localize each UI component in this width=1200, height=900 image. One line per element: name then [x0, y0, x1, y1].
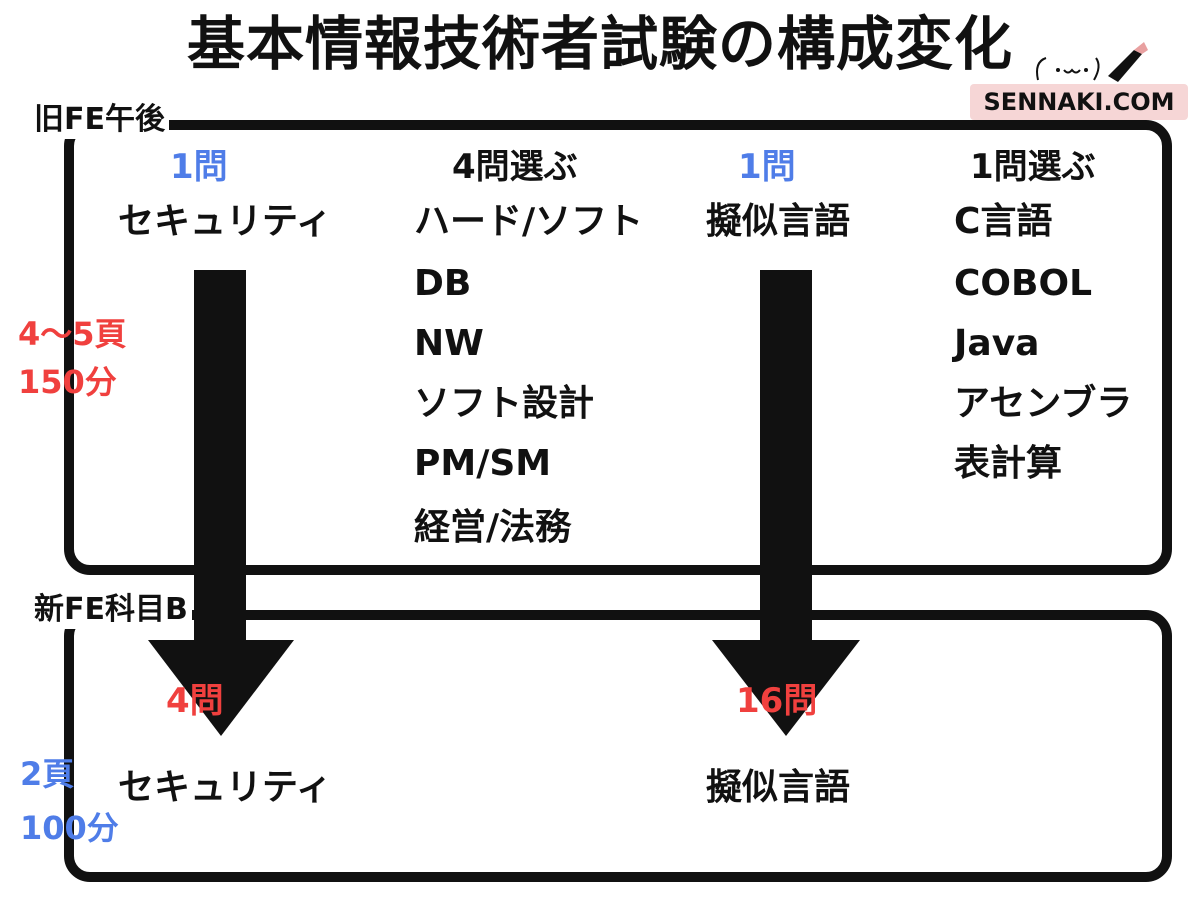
old-choice-item: ソフト設計 [414, 383, 595, 424]
old-pseudocode-item: 擬似言語 [706, 201, 851, 242]
old-choice-item: NW [414, 323, 484, 364]
old-choice-item: ハード/ソフト [414, 201, 644, 242]
old-choice-item: 経営/法務 [414, 507, 572, 548]
old-language-count: 1問選ぶ [970, 147, 1096, 187]
new-exam-label: 新FE科目B [30, 591, 192, 629]
new-security-count: 4問 [166, 681, 224, 721]
new-pages: 2頁 [20, 755, 75, 793]
old-language-item: COBOL [954, 263, 1093, 304]
old-security-count: 1問 [170, 147, 228, 187]
old-pages: 4〜5頁 [18, 315, 127, 353]
arrow-down-icon [712, 270, 860, 736]
new-pseudocode-item: 擬似言語 [706, 767, 851, 808]
old-language-item: C言語 [954, 201, 1053, 242]
page-title: 基本情報技術者試験の構成変化 [186, 10, 1013, 78]
old-security-item: セキュリティ [118, 201, 332, 242]
old-exam-box [64, 120, 1172, 575]
arrow-down-icon [148, 270, 294, 736]
old-language-item: Java [954, 323, 1040, 364]
site-badge: SENNAKI.COM [970, 84, 1188, 120]
new-security-item: セキュリティ [118, 767, 332, 808]
mascot-icon [1036, 42, 1148, 82]
new-time: 100分 [20, 809, 119, 847]
old-language-item: 表計算 [954, 443, 1063, 484]
old-time: 150分 [18, 363, 117, 401]
old-choice-count: 4問選ぶ [452, 147, 578, 187]
old-language-item: アセンブラ [954, 383, 1133, 424]
old-exam-label: 旧FE午後 [30, 101, 169, 139]
old-pseudocode-count: 1問 [738, 147, 796, 187]
new-pseudocode-count: 16問 [736, 681, 818, 721]
old-choice-item: PM/SM [414, 443, 552, 484]
old-choice-item: DB [414, 263, 472, 304]
new-exam-box [64, 610, 1172, 882]
